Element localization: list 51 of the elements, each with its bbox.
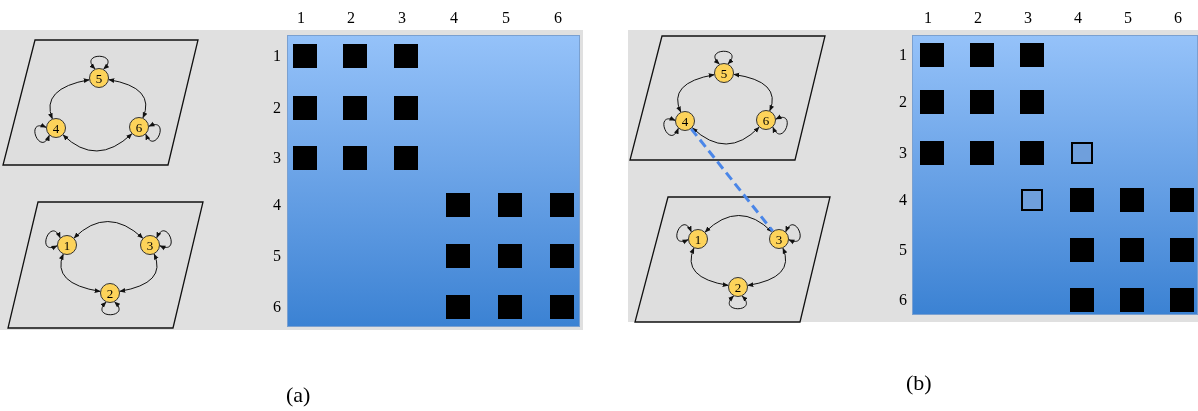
arrow [62,133,133,152]
column-number: 1 [924,10,932,26]
row-number: 1 [273,48,281,64]
column-number: 2 [347,10,355,26]
column-number: 2 [974,10,982,26]
row-number: 3 [899,145,907,161]
self-loop-arrow [728,295,748,310]
arrow [73,221,144,239]
arrow [704,215,773,233]
self-loop-arrow [772,115,788,135]
arrow [108,78,148,119]
arrow [733,73,774,112]
dashed-link [690,127,774,233]
row-number: 5 [899,242,907,258]
row-number: 2 [899,94,907,110]
self-loop-arrow [714,50,734,65]
self-loop-arrow [145,122,161,142]
row-number: 4 [899,192,907,208]
column-number: 3 [1024,10,1032,26]
arrow [747,247,788,287]
self-loop-arrow [45,230,61,250]
arrow [691,126,760,145]
row-number: 3 [273,150,281,166]
column-number: 5 [1124,10,1132,26]
self-loop-arrow [785,224,801,244]
self-loop-arrow [100,301,120,316]
row-number: 4 [273,197,281,213]
arrow [119,253,159,293]
self-loop-arrow [663,116,679,136]
arrow [48,78,90,120]
arrow [676,73,715,113]
self-loop-arrow [156,230,172,250]
arrow [689,247,729,287]
self-loop-arrow [89,55,109,70]
row-number: 5 [273,248,281,264]
row-number: 1 [899,47,907,63]
row-number: 6 [899,292,907,308]
column-number: 4 [1074,10,1082,26]
arrow [59,253,101,293]
column-number: 1 [297,10,305,26]
column-number: 3 [398,10,406,26]
panel-caption: (a) [286,384,311,406]
column-number: 5 [502,10,510,26]
column-number: 6 [554,10,562,26]
row-number: 2 [273,100,281,116]
self-loop-arrow [34,123,50,143]
panel-caption: (b) [906,372,932,394]
column-number: 4 [450,10,458,26]
column-number: 6 [1174,10,1182,26]
row-number: 6 [273,299,281,315]
self-loop-arrow [676,224,692,244]
